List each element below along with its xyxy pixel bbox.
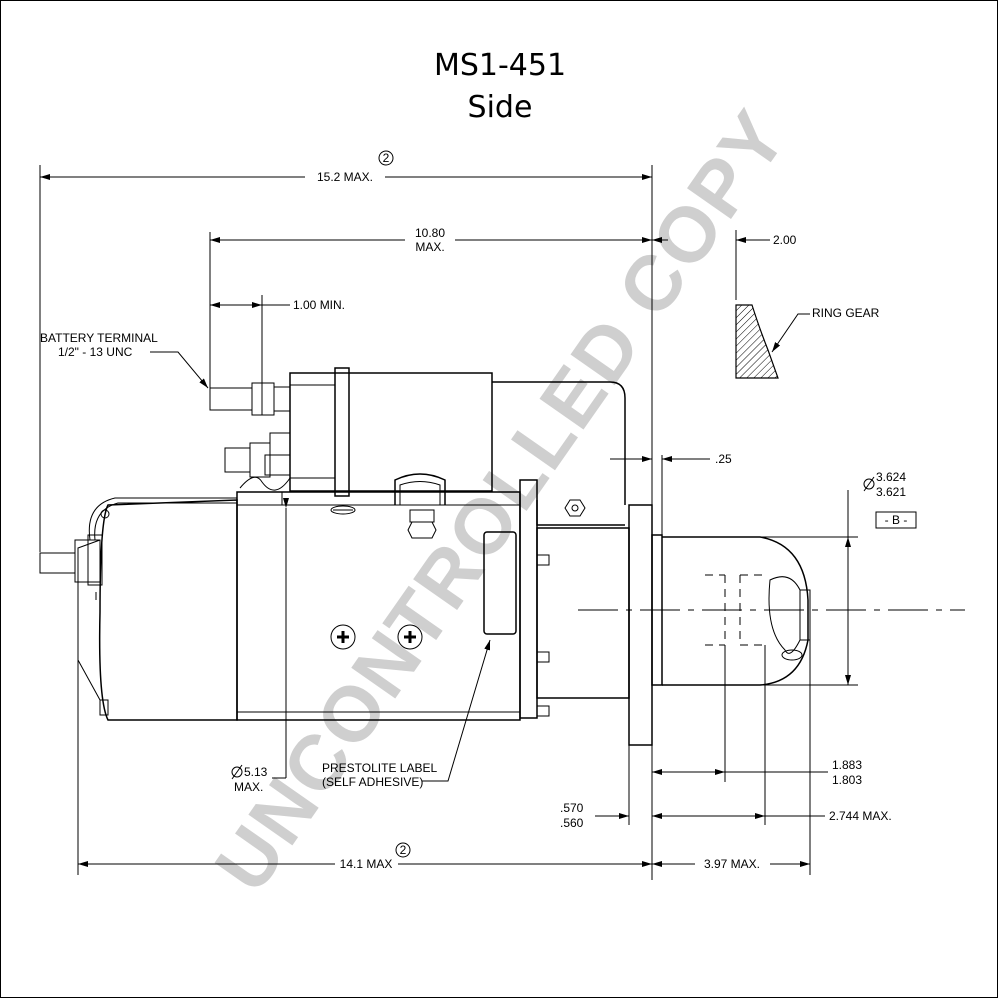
svg-text:1.00 MIN.: 1.00 MIN.: [293, 298, 345, 312]
svg-text:3.97 MAX.: 3.97 MAX.: [704, 857, 760, 871]
pinion-nose: [578, 536, 965, 686]
svg-text:- B -: - B -: [885, 513, 908, 527]
svg-text:3.624: 3.624: [876, 470, 906, 484]
svg-text:BATTERY TERMINAL: BATTERY TERMINAL: [40, 331, 158, 345]
commutator-end: [39, 491, 283, 721]
screw-head-1: [330, 624, 356, 650]
svg-text:14.1 MAX: 14.1 MAX: [340, 857, 393, 871]
drawing-title: MS1-451: [434, 48, 566, 83]
svg-text:PRESTOLITE LABEL: PRESTOLITE LABEL: [322, 761, 437, 775]
ring-gear-section: RING GEAR: [735, 304, 880, 379]
battery-terminal-callout: BATTERY TERMINAL 1/2" - 13 UNC: [40, 331, 209, 389]
dim-terminal-min: 1.00 MIN.: [210, 295, 345, 385]
prestolite-callout: PRESTOLITE LABEL (SELF ADHESIVE): [322, 639, 491, 789]
svg-text:5.13: 5.13: [244, 765, 268, 779]
svg-text:.570: .570: [560, 801, 584, 815]
svg-text:1.803: 1.803: [832, 773, 862, 787]
dim-pinion-diameter: 3.624 3.621 - B -: [760, 470, 917, 686]
svg-text:2.00: 2.00: [773, 233, 797, 247]
dim-overall-bottom: 14.1 MAX 2 3.97 MAX.: [77, 640, 811, 875]
svg-text:UNCONTROLLED COPY: UNCONTROLLED COPY: [198, 94, 804, 907]
svg-text:2.744 MAX.: 2.744 MAX.: [829, 809, 892, 823]
dim-flange-thickness: .570 .560: [560, 745, 630, 830]
dim-solenoid-length: 10.80 MAX.: [209, 226, 652, 390]
svg-text:15.2 MAX.: 15.2 MAX.: [317, 170, 373, 184]
svg-text:(SELF ADHESIVE): (SELF ADHESIVE): [322, 775, 423, 789]
dim-pinion-travel: 1.883 1.803: [652, 645, 862, 787]
drawing-subtitle: Side: [468, 90, 533, 125]
drive-end-housing: [519, 479, 663, 746]
svg-text:.25: .25: [715, 452, 732, 466]
screw-head-2: [397, 624, 423, 650]
svg-text:.560: .560: [560, 816, 584, 830]
dim-flange-gap: .25: [610, 452, 732, 535]
dim-pinion-extent: 2.744 MAX.: [652, 645, 892, 825]
svg-text:1/2" - 13 UNC: 1/2" - 13 UNC: [58, 345, 133, 359]
dim-motor-diameter: 5.13 MAX.: [231, 718, 287, 794]
svg-text:10.80: 10.80: [415, 226, 445, 240]
dim-overall-top: 15.2 MAX. 2: [39, 150, 653, 880]
svg-text:2: 2: [383, 151, 390, 165]
prestolite-label: [483, 531, 517, 635]
watermark: UNCONTROLLED COPY: [198, 94, 804, 907]
svg-text:2: 2: [400, 843, 407, 857]
solenoid: [209, 367, 493, 497]
svg-text:MAX.: MAX.: [234, 780, 263, 794]
dim-ring-gear-offset: 2.00: [652, 230, 797, 300]
svg-text:MAX.: MAX.: [415, 240, 444, 254]
svg-text:1.883: 1.883: [832, 758, 862, 772]
svg-text:RING GEAR: RING GEAR: [812, 306, 880, 320]
svg-text:3.621: 3.621: [876, 485, 906, 499]
